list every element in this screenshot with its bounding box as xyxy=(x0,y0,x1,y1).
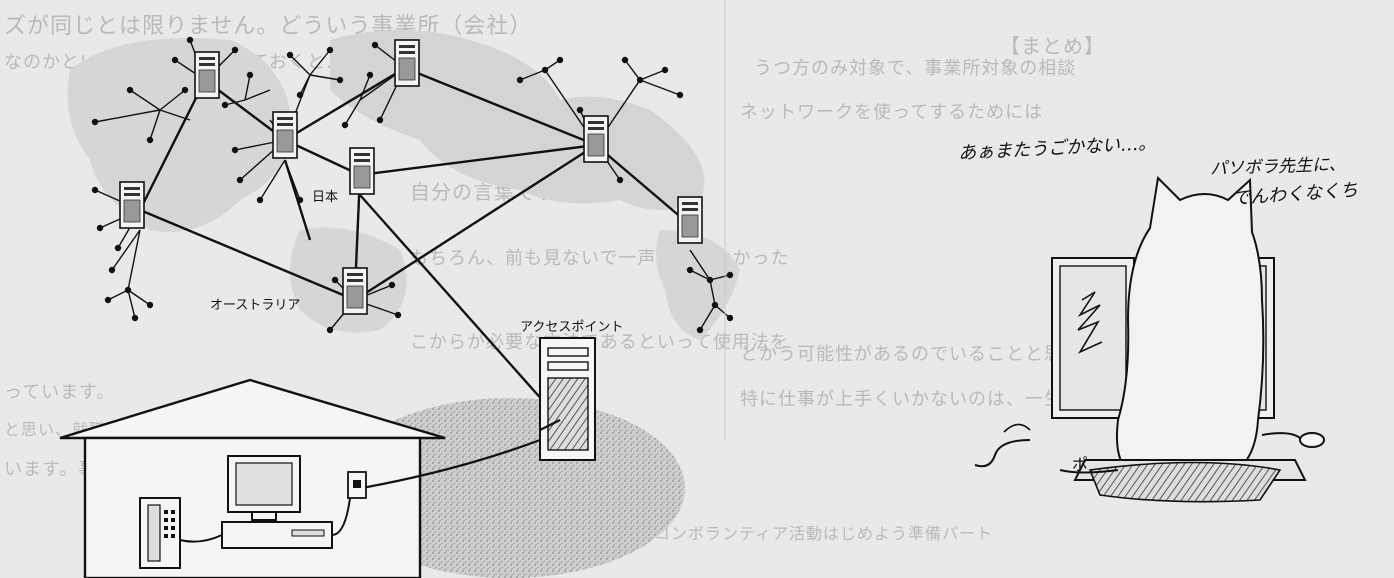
label-australia: オーストラリア xyxy=(210,298,301,313)
handwritten-note-2: パソボラ先生に、 xyxy=(1209,154,1346,180)
telephone xyxy=(139,497,223,569)
bleed-text-right-3: とかう可能性があるのでいることと思います xyxy=(740,344,1120,365)
home-computer xyxy=(221,455,351,549)
bleed-text-bottom: パソコンボランティア活動はじめよう準備パート xyxy=(620,524,994,543)
bleed-text-right-heading: 【まとめ】 xyxy=(1000,34,1105,58)
cat-at-computer-illustration: ポ xyxy=(974,175,1325,503)
access-point-tower xyxy=(539,337,596,461)
bleed-text-right-2: ネットワークを使ってするためには xyxy=(740,102,1044,123)
coverage-area xyxy=(335,398,685,578)
label-access-point: アクセスポイント xyxy=(520,320,624,335)
svg-text:ポ: ポ xyxy=(1072,455,1088,474)
wall-jack xyxy=(347,471,367,499)
label-japan: 日本 xyxy=(312,190,339,205)
bleed-text-right-1: うつ方のみ対象で、事業所対象の相談 xyxy=(754,58,1077,79)
bleed-text-left-6: っています。 xyxy=(4,382,116,403)
client-spokes xyxy=(91,36,734,334)
